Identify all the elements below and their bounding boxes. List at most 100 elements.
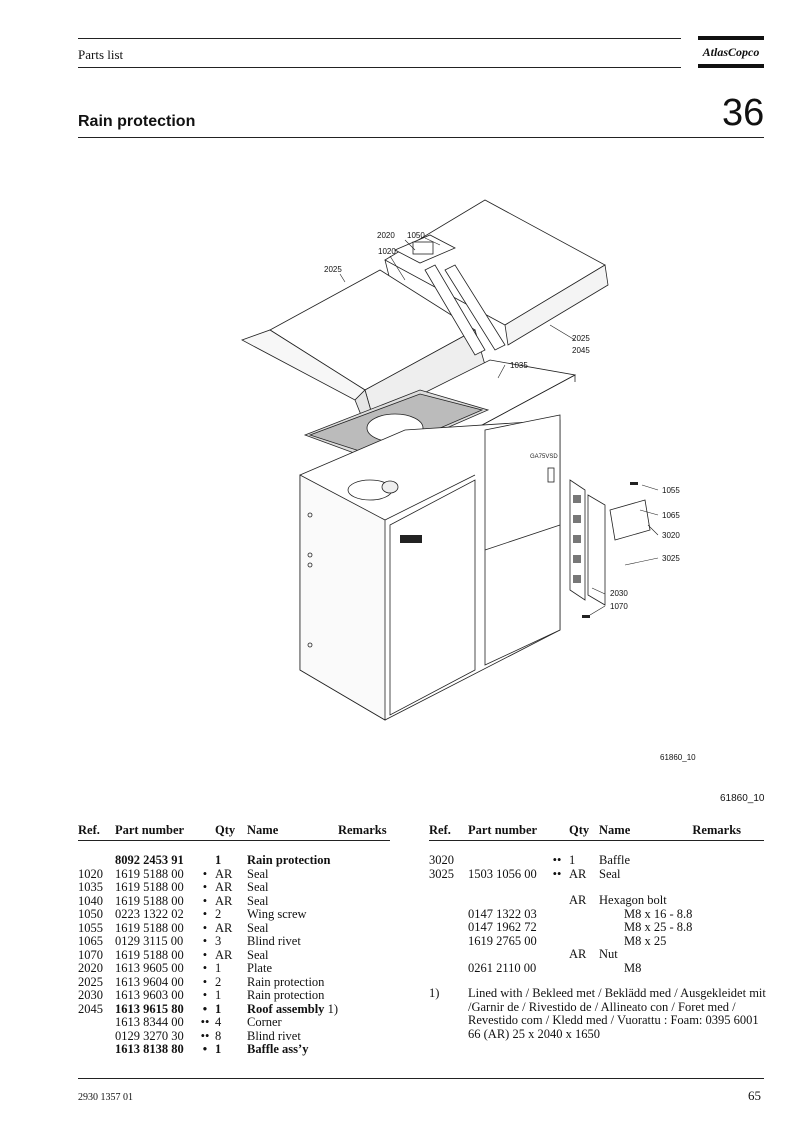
row-part-number: 1613 8344 00 bbox=[115, 1015, 184, 1029]
row-level-dots: • bbox=[202, 988, 208, 1002]
row-name: Baffle bbox=[599, 853, 631, 867]
row-part-number: 1613 9605 00 bbox=[115, 961, 184, 975]
row-level-dots: • bbox=[202, 1001, 208, 1016]
section-title: Rain protection bbox=[78, 113, 196, 130]
row-remarks bbox=[338, 868, 390, 882]
callout-1065: 1065 bbox=[662, 511, 680, 520]
row-remarks bbox=[338, 908, 390, 922]
row-name: Plate bbox=[247, 961, 272, 975]
row-ref: 1040 bbox=[78, 893, 103, 908]
row-name: Seal bbox=[247, 866, 269, 881]
leader-lines bbox=[339, 237, 659, 616]
top-plate bbox=[394, 234, 456, 264]
row-qty: 1 bbox=[215, 853, 222, 867]
row-part-number bbox=[468, 881, 545, 894]
callout-2030: 2030 bbox=[610, 589, 628, 598]
row-remarks bbox=[338, 895, 390, 909]
row-ref bbox=[429, 921, 468, 935]
row-name: Baffle ass’y bbox=[247, 1042, 309, 1056]
row-name-cell: Baffle ass’y bbox=[247, 1042, 338, 1057]
row-name: Hexagon bolt bbox=[599, 893, 667, 907]
row-part-number bbox=[468, 894, 545, 908]
footnote-text: Lined with / Bekleed met / Beklädd med /… bbox=[468, 986, 766, 1041]
header-label: Parts list bbox=[78, 47, 124, 62]
row-ref: 2045 bbox=[78, 1001, 103, 1016]
row-level-dots bbox=[545, 894, 569, 908]
row-part-number: 1613 9603 00 bbox=[115, 988, 184, 1002]
row-name: Nut bbox=[599, 947, 618, 961]
row-name: M8 x 16 - 8.8 bbox=[624, 906, 693, 921]
row-name-cell: Seal bbox=[247, 921, 338, 936]
row-name-cell: Rain protection bbox=[247, 988, 338, 1003]
row-level-dots: •• bbox=[552, 866, 562, 881]
row-part-number bbox=[468, 854, 545, 868]
row-level-dots bbox=[545, 908, 569, 922]
row-part-number: 1619 5188 00 bbox=[115, 947, 184, 962]
row-name-cell: Rain protection bbox=[247, 853, 338, 868]
row-name: Seal bbox=[247, 893, 269, 908]
row-name-cell: Blind rivet bbox=[247, 934, 338, 949]
row-qty: 1 bbox=[215, 961, 222, 975]
row-ref bbox=[429, 881, 468, 894]
callout-2025-right: 2025 bbox=[572, 334, 590, 343]
header-remarks: Remarks bbox=[337, 823, 390, 841]
row-qty: AR bbox=[569, 866, 587, 881]
row-part-number: 1619 5188 00 bbox=[115, 920, 184, 935]
row-ref bbox=[78, 1043, 115, 1057]
row-level-dots bbox=[545, 962, 569, 976]
callout-2025-left: 2025 bbox=[324, 265, 342, 274]
row-ref bbox=[429, 962, 468, 976]
row-qty: AR bbox=[215, 880, 233, 894]
row-part-number: 1613 8138 80 bbox=[115, 1042, 184, 1056]
compressor-cabinet: GA75VSD bbox=[299, 414, 561, 721]
row-remarks bbox=[338, 949, 390, 963]
row-ref: 2030 bbox=[78, 988, 103, 1002]
row-level-dots: • bbox=[202, 893, 208, 908]
row-part-number: 0129 3270 30 bbox=[115, 1028, 184, 1043]
row-level-dots: • bbox=[202, 961, 208, 975]
atlas-copco-logo: AtlasCopco bbox=[698, 36, 764, 68]
row-remarks bbox=[338, 1003, 390, 1017]
row-qty: 2 bbox=[215, 974, 222, 989]
row-ref: 1050 bbox=[78, 907, 103, 921]
row-level-dots: • bbox=[202, 907, 208, 921]
header-part-number: Part number bbox=[468, 823, 569, 841]
row-level-dots: •• bbox=[200, 1028, 210, 1043]
row-ref: 1070 bbox=[78, 947, 103, 962]
row-qty: AR bbox=[215, 947, 233, 962]
row-qty: 3 bbox=[215, 934, 222, 948]
header-ref: Ref. bbox=[78, 823, 115, 841]
row-name: Rain protection bbox=[247, 853, 331, 867]
row-ref bbox=[429, 908, 468, 922]
row-ref: 3020 bbox=[429, 853, 454, 867]
row-remarks bbox=[338, 1030, 390, 1044]
row-level-dots: • bbox=[202, 947, 208, 962]
row-name-cell: Seal bbox=[247, 948, 338, 963]
row-part-number bbox=[468, 948, 545, 962]
row-name: M8 x 25 - 8.8 bbox=[624, 920, 693, 934]
row-qty: 1 bbox=[215, 1001, 222, 1016]
row-name: Roof assembly bbox=[247, 1001, 325, 1016]
row-name: Wing screw bbox=[247, 907, 307, 921]
row-name: Rain protection bbox=[247, 988, 325, 1002]
callout-3020: 3020 bbox=[662, 531, 680, 540]
roof-panel-right bbox=[384, 199, 609, 346]
row-ref bbox=[78, 1016, 115, 1030]
row-part-number: 1619 5188 00 bbox=[115, 880, 184, 894]
row-level-dots: • bbox=[202, 866, 208, 881]
row-part-number: 1503 1056 00 bbox=[468, 866, 537, 881]
row-name: Blind rivet bbox=[247, 1028, 301, 1043]
header-bottom-rule bbox=[78, 67, 681, 68]
title-rule bbox=[78, 137, 764, 138]
document-number: 2930 1357 01 bbox=[78, 1092, 133, 1103]
row-name: Corner bbox=[247, 1015, 282, 1029]
